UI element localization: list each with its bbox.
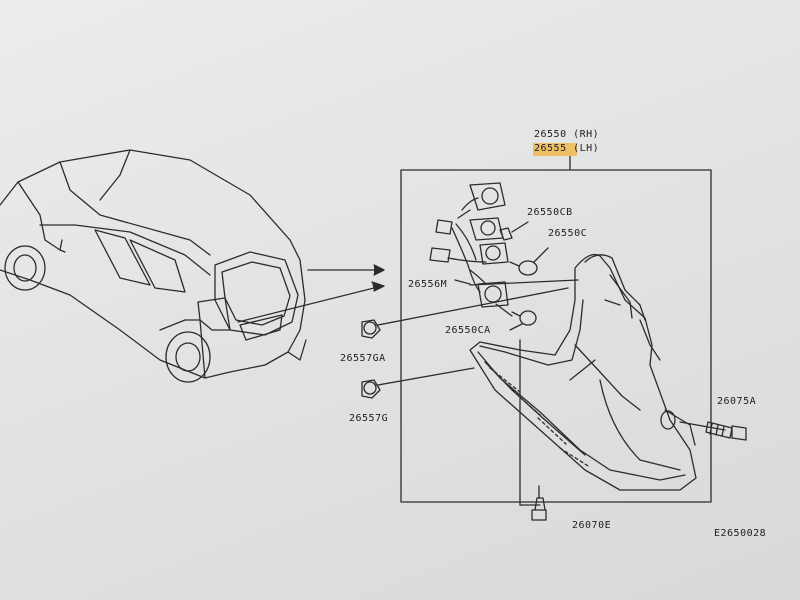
- clip-26557g: [361, 379, 381, 399]
- arrow-lower: [237, 281, 385, 323]
- harness-sockets: [429, 182, 513, 317]
- arrow-upper: [307, 264, 385, 276]
- clip-26557ga: [361, 319, 381, 339]
- label-26070e: 26070E: [572, 520, 612, 531]
- label-26555-lh: 26555 (LH): [534, 143, 600, 154]
- label-26550-rh: 26550 (RH): [534, 129, 600, 140]
- assembly-box: [400, 169, 712, 503]
- vehicle-outline: [0, 149, 307, 383]
- bulb-cb: [499, 221, 529, 241]
- label-26557ga: 26557GA: [340, 353, 386, 364]
- rear-lamp-housing: [469, 253, 697, 491]
- bulb-c: [509, 247, 549, 276]
- label-26550c: 26550C: [548, 228, 588, 239]
- label-26556m: 26556M: [408, 279, 448, 290]
- label-26550cb: 26550CB: [527, 207, 573, 218]
- label-26557g: 26557G: [349, 413, 389, 424]
- lh-part-highlight: [533, 143, 577, 156]
- screw-26075a: [679, 421, 747, 441]
- figure-code: E2650028: [714, 528, 767, 539]
- bulb-ca: [509, 310, 537, 331]
- label-26550ca: 26550CA: [445, 325, 491, 336]
- label-26075a: 26075A: [717, 396, 757, 407]
- screw-26070e: [531, 485, 547, 521]
